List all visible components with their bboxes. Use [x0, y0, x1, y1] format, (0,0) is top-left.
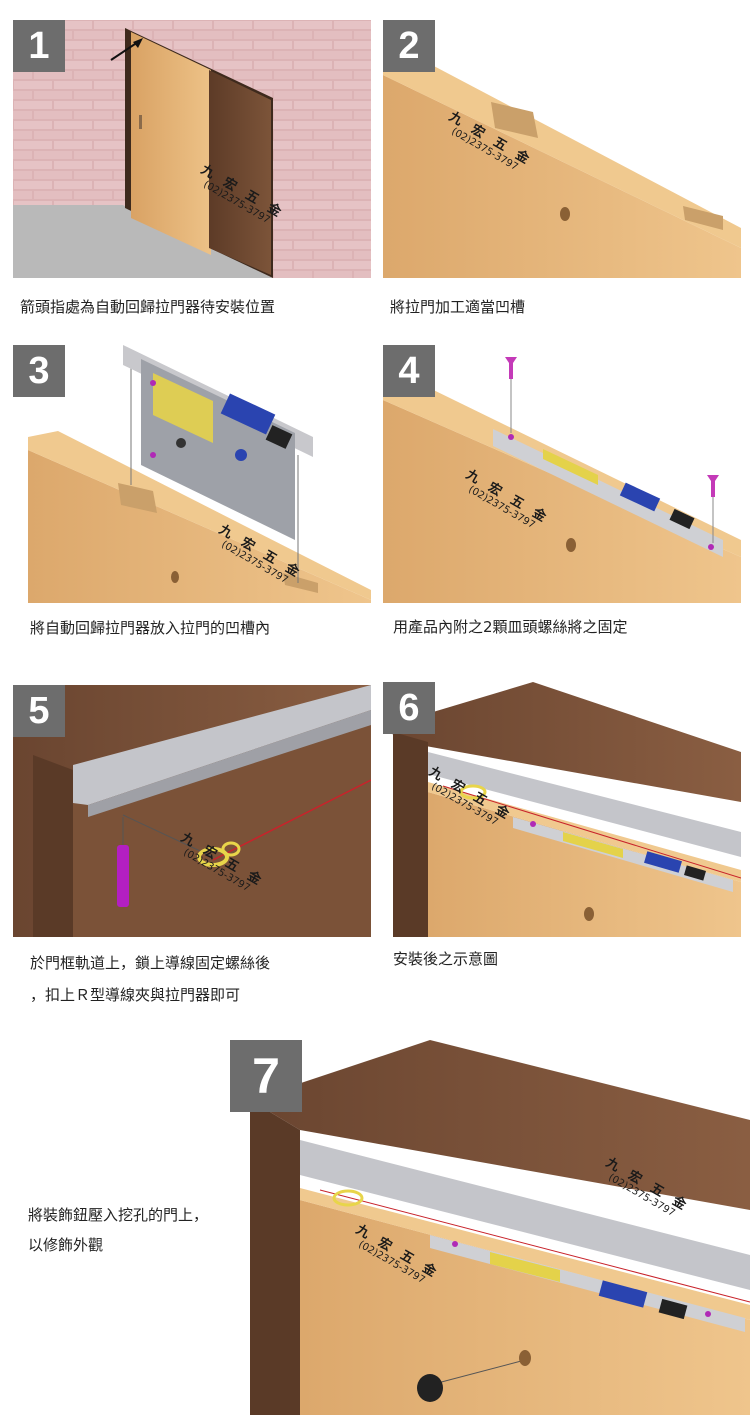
step-1-caption: 箭頭指處為自動回歸拉門器待安裝位置: [20, 298, 276, 316]
step-6-illustration: [383, 682, 741, 937]
step-1-illustration: [13, 20, 371, 278]
step-2-illustration: [383, 20, 741, 278]
step-4-badge: 4: [383, 345, 435, 397]
step-6-caption: 安裝後之示意圖: [393, 950, 499, 968]
step-5-caption-line1: 於門框軌道上，鎖上導線固定螺絲後: [30, 954, 271, 972]
step-2-panel: 2 九 宏 五 金 (02)2375-3797: [383, 20, 741, 278]
step-1-panel: 1 九 宏 五 金 (02)2375-3797: [13, 20, 371, 278]
step-7-illustration: [230, 1040, 750, 1415]
step-2-caption: 將拉門加工適當凹槽: [390, 298, 526, 316]
step-5-panel: 5 九 宏 五 金 (02)2375-3797: [13, 685, 371, 937]
step-4-illustration: [383, 345, 741, 603]
step-7-panel: 7 九 宏 五 金 (02)2375-3797 九 宏 五 金 (02)2375…: [230, 1040, 750, 1415]
step-7-caption-line2: 以修飾外觀: [28, 1236, 104, 1254]
step-3-caption: 將自動回歸拉門器放入拉門的凹槽內: [30, 619, 271, 637]
step-4-panel: 4 九 宏 五 金 (02)2375-3797: [383, 345, 741, 603]
step-5-badge: 5: [13, 685, 65, 737]
step-1-badge: 1: [13, 20, 65, 72]
step-6-panel: 6 九 宏 五 金 (02)2375-3797: [383, 682, 741, 937]
step-3-badge: 3: [13, 345, 65, 397]
step-3-panel: 3 九 宏 五 金 (02)2375-3797: [13, 345, 371, 603]
step-5-illustration: [13, 685, 371, 937]
step-7-caption-line1: 將裝飾鈕壓入挖孔的門上，: [28, 1206, 209, 1224]
step-2-badge: 2: [383, 20, 435, 72]
step-5-caption-line2: ，扣上Ｒ型導線夾與拉門器即可: [30, 986, 241, 1004]
step-3-illustration: [13, 345, 371, 603]
step-4-caption: 用產品內附之2顆皿頭螺絲將之固定: [393, 618, 628, 636]
step-6-badge: 6: [383, 682, 435, 734]
step-7-badge: 7: [230, 1040, 302, 1112]
